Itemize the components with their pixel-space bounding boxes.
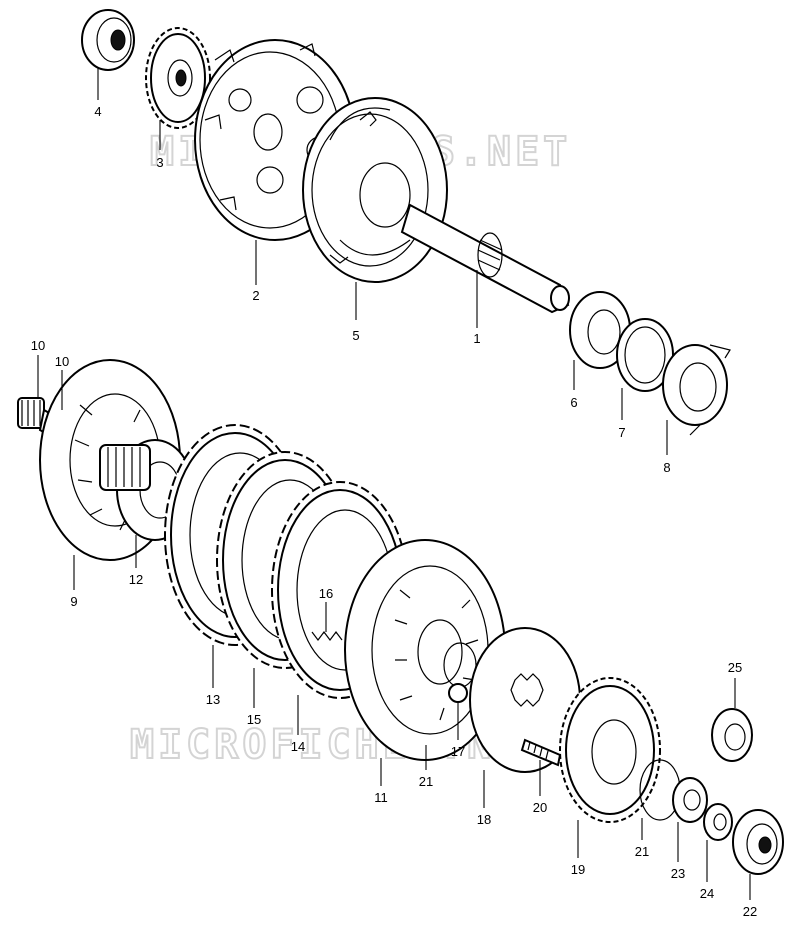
part-16-spring — [311, 631, 343, 641]
part-1-shaft — [400, 203, 570, 314]
callout-7: 7 — [618, 425, 625, 440]
callout-4: 4 — [94, 104, 101, 119]
part-4-bearing — [81, 9, 135, 71]
part-23-washer — [672, 777, 708, 823]
callout-19: 19 — [571, 862, 585, 877]
callout-2: 2 — [252, 288, 259, 303]
part-24-washer — [703, 803, 733, 841]
callout-22: 22 — [743, 904, 757, 919]
callout-6: 6 — [570, 395, 577, 410]
callout-5: 5 — [352, 328, 359, 343]
callout-1: 1 — [473, 331, 480, 346]
leader-lines — [37, 68, 751, 900]
part-5-clutch-shoe-assembly — [302, 97, 448, 283]
part-19-gear — [559, 677, 661, 823]
callout-24: 24 — [700, 886, 714, 901]
part-25-seal — [711, 708, 753, 762]
callout-20: 20 — [533, 800, 547, 815]
callout-10a: 10 — [31, 338, 45, 353]
callout-15: 15 — [247, 712, 261, 727]
callout-14: 14 — [291, 739, 305, 754]
callout-13: 13 — [206, 692, 220, 707]
callout-16: 16 — [319, 586, 333, 601]
callout-17: 17 — [451, 744, 465, 759]
callout-21a: 21 — [419, 774, 433, 789]
callout-8: 8 — [663, 460, 670, 475]
callout-12: 12 — [129, 572, 143, 587]
part-17-ball — [448, 683, 468, 703]
callout-23: 23 — [671, 866, 685, 881]
callout-18: 18 — [477, 812, 491, 827]
callout-25: 25 — [728, 660, 742, 675]
part-8-lock-washer — [662, 344, 731, 436]
callout-21b: 21 — [635, 844, 649, 859]
part-20-bolt — [520, 738, 562, 767]
callout-10b: 10 — [55, 354, 69, 369]
callout-9: 9 — [70, 594, 77, 609]
callout-11: 11 — [374, 790, 388, 805]
callout-3: 3 — [156, 155, 163, 170]
part-22-bearing — [732, 809, 784, 875]
part-3-gear — [145, 27, 211, 129]
